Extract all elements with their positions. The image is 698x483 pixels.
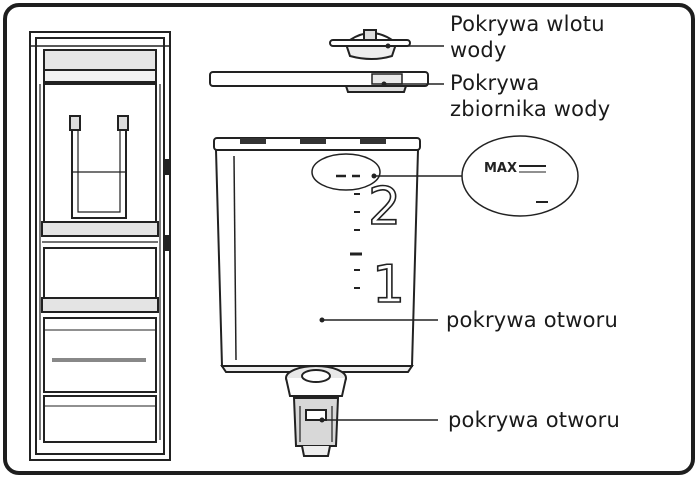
tank-cover-label-line1: Pokrywa: [450, 71, 540, 95]
max-label: MAX: [484, 161, 517, 176]
inlet-cover-label-line2: wody: [450, 38, 507, 62]
inlet-cover-label-line1: Pokrywa wlotu: [450, 12, 605, 36]
water-tank-cover: [209, 71, 429, 93]
scale-number-2: 2: [368, 177, 401, 237]
scale-number-1: 1: [372, 255, 405, 315]
tank-cover-label-line2: zbiornika wody: [450, 97, 611, 121]
max-detail-callout: [461, 135, 579, 217]
hole-plug: [285, 365, 347, 457]
hole-cover-label-lower: pokrywa otworu: [448, 408, 620, 432]
water-inlet-cover: [329, 29, 411, 60]
hole-cover-label-upper: pokrywa otworu: [446, 308, 618, 332]
fridge-illustration: [29, 31, 171, 461]
scale-ticks: [350, 193, 362, 289]
leader-dots: [319, 43, 391, 423]
outer-frame: [3, 3, 695, 475]
water-tank: [213, 137, 421, 373]
leader-lines: [322, 45, 462, 421]
